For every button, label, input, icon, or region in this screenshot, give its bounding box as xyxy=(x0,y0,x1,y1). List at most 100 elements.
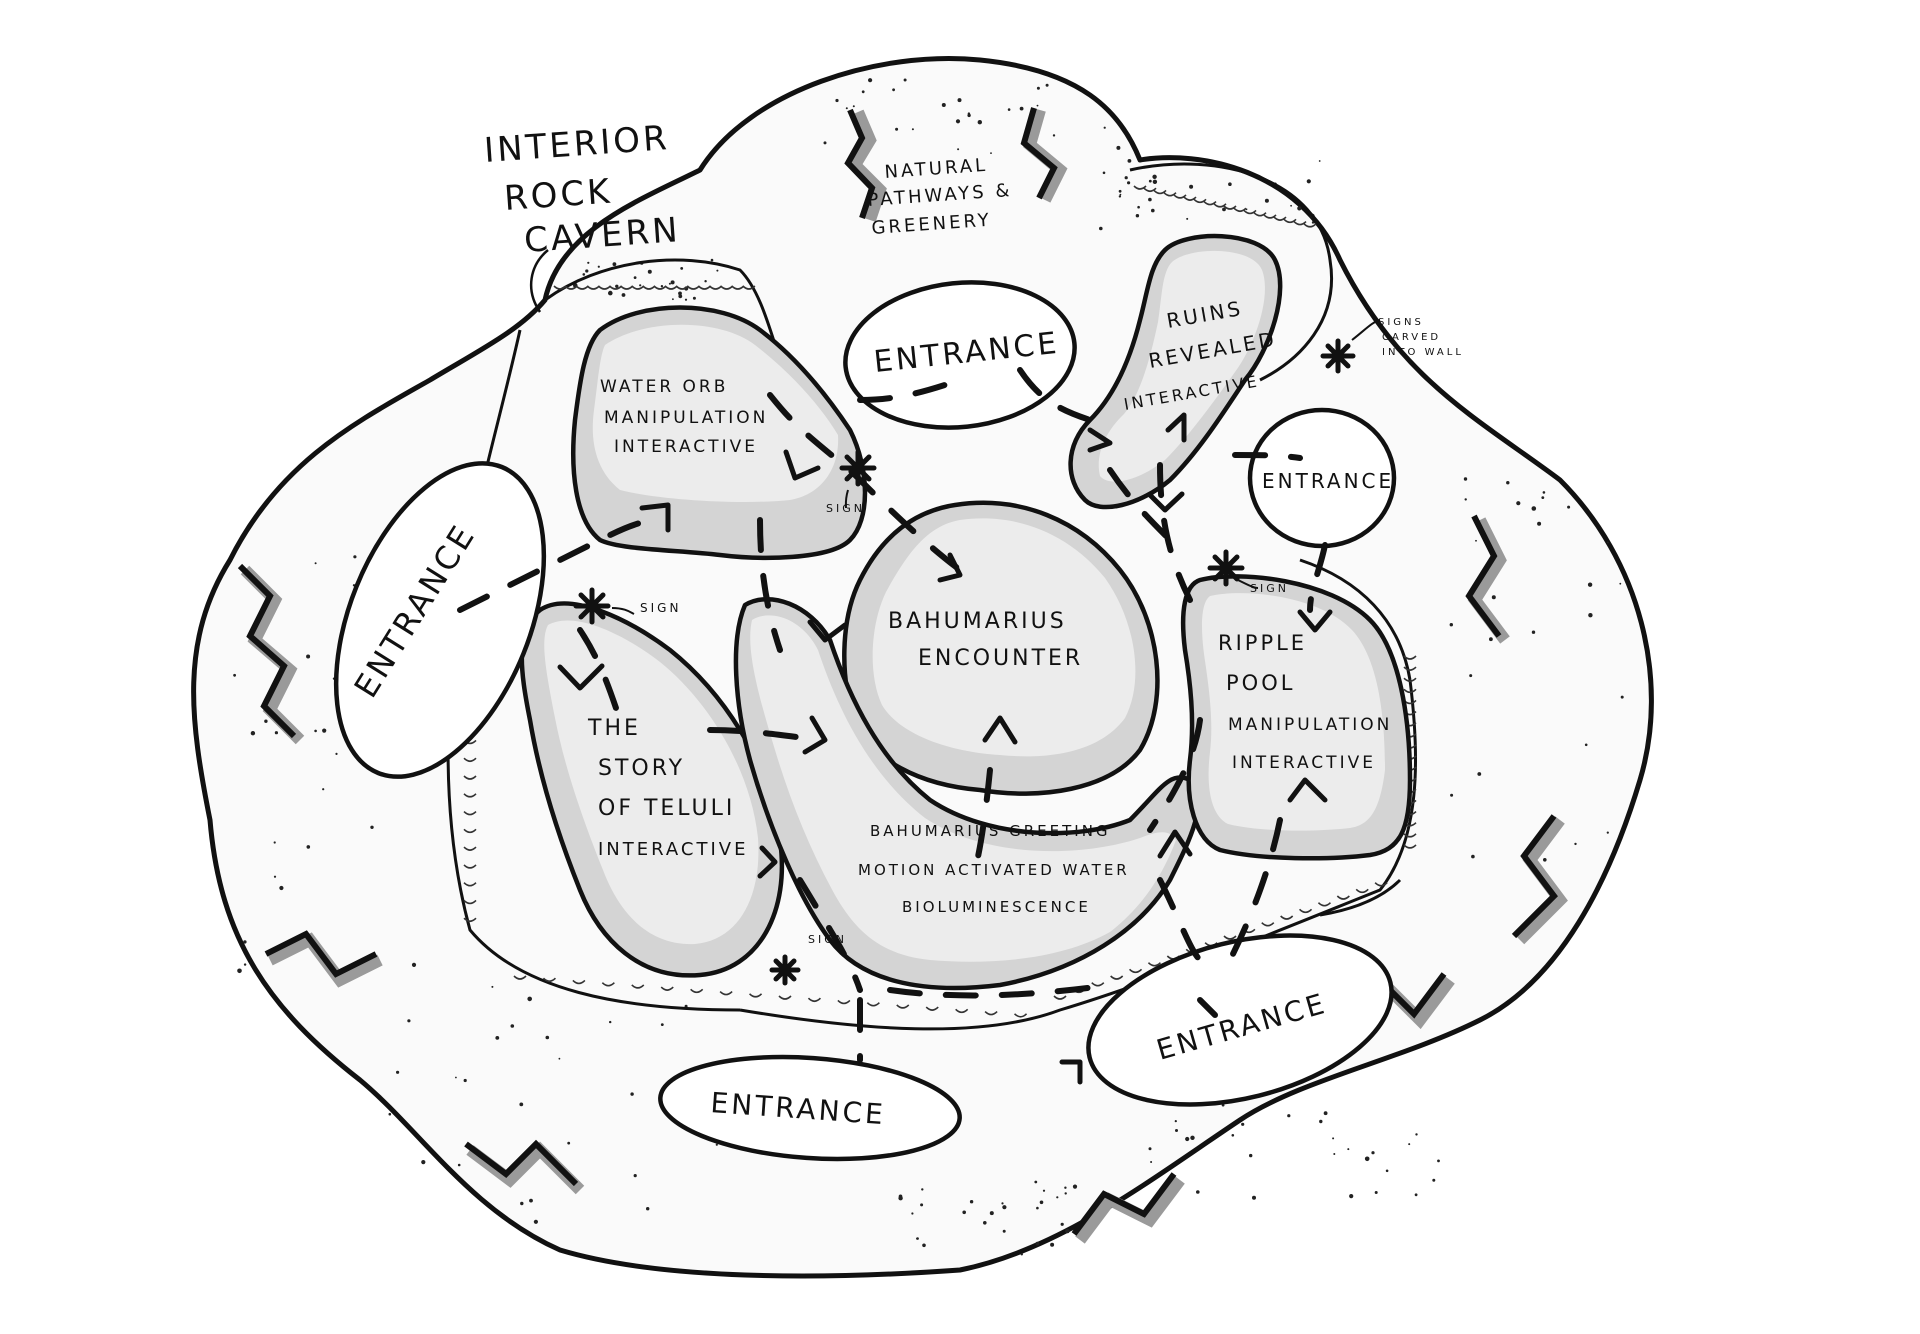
wall-ripple xyxy=(1403,666,1417,671)
arrow-icon xyxy=(807,619,848,643)
entrance-bottom-right[interactable] xyxy=(1071,907,1410,1133)
wall-ripple xyxy=(1298,908,1313,914)
wall-ripple xyxy=(1253,212,1267,217)
sign-label-b: SIGN xyxy=(640,601,681,615)
zone-ripple-pool xyxy=(1180,574,1413,861)
arrow-icon xyxy=(1287,777,1328,803)
rock-speck xyxy=(955,119,961,124)
rock-speck xyxy=(920,1203,924,1207)
wall-ripple xyxy=(463,828,477,834)
rock-speck xyxy=(322,788,325,791)
entrance-right-label[interactable]: ENTRANCE xyxy=(1262,469,1394,493)
rock-speck xyxy=(1189,184,1194,189)
rock-speck xyxy=(1196,1190,1200,1194)
rock-speck xyxy=(969,1200,974,1204)
rock-speck xyxy=(1287,1114,1291,1118)
rock-speck xyxy=(1319,1119,1323,1124)
rock-speck xyxy=(1385,1169,1389,1173)
wall-ripple xyxy=(1133,185,1147,190)
zone-water-orb xyxy=(571,305,868,561)
rock-speck xyxy=(639,284,642,287)
rock-speck xyxy=(1102,171,1106,175)
rock-speck xyxy=(921,1188,924,1191)
rock-speck xyxy=(1347,1148,1350,1151)
wall-ripple xyxy=(1143,187,1157,193)
water-orb-line-2: MANIPULATION xyxy=(604,408,768,428)
rock-speck xyxy=(977,120,982,125)
rock-speck xyxy=(1056,1196,1059,1199)
wall-ripple xyxy=(463,917,477,923)
arrow-icon xyxy=(1157,829,1193,859)
rock-speck xyxy=(1186,217,1189,220)
wall-ripple xyxy=(1223,205,1237,210)
rock-speck xyxy=(1151,208,1155,213)
entrance-bottom-left[interactable] xyxy=(657,1048,963,1169)
sign-star-icon xyxy=(769,954,801,986)
wall-ripple xyxy=(1203,200,1217,206)
rock-speck xyxy=(916,1237,919,1240)
rock-speck xyxy=(895,127,899,131)
teluli-line-4: INTERACTIVE xyxy=(598,839,748,860)
rock-speck xyxy=(1222,207,1226,212)
ripple-line-3: MANIPULATION xyxy=(1228,715,1392,735)
wall-ripple xyxy=(463,846,477,851)
greeting-line-2: MOTION ACTIVATED WATER xyxy=(858,861,1130,879)
rock-speck xyxy=(274,731,278,735)
rock-speck xyxy=(585,269,589,273)
rock-speck xyxy=(1374,1191,1378,1194)
rock-speck xyxy=(455,1076,457,1079)
encounter-line-1: BAHUMARIUS xyxy=(888,609,1067,634)
entrance-top[interactable] xyxy=(838,271,1082,438)
rock-speck xyxy=(396,1070,400,1074)
rock-speck xyxy=(1541,496,1545,499)
rock-speck xyxy=(1297,206,1302,211)
title-line-1: INTERIOR xyxy=(483,118,671,171)
rock-speck xyxy=(1002,1205,1007,1210)
carved-line-1: SIGNS xyxy=(1378,317,1424,328)
wall-ripple xyxy=(984,1010,998,1016)
rock-speck xyxy=(1408,1143,1411,1146)
wall-ripple xyxy=(1283,218,1297,224)
arrow-icon xyxy=(937,552,963,583)
rock-speck xyxy=(457,1163,461,1167)
wall-ripple xyxy=(463,757,477,763)
entrance-left[interactable] xyxy=(295,433,586,806)
rock-speck xyxy=(1190,1135,1195,1141)
rock-speck xyxy=(1588,613,1593,618)
rock-speck xyxy=(967,113,971,118)
ripple-line-2: POOL xyxy=(1226,671,1295,695)
water-orb-line-3: INTERACTIVE xyxy=(614,437,758,457)
rock-speck xyxy=(273,875,277,878)
rock-speck xyxy=(1542,491,1546,494)
rock-speck xyxy=(1264,198,1269,203)
rock-speck xyxy=(529,1198,533,1203)
arrow-icon xyxy=(982,715,1018,745)
rock-speck xyxy=(1241,1122,1245,1126)
rock-speck xyxy=(1584,743,1588,747)
rock-speck xyxy=(1007,108,1011,111)
wall-ripple xyxy=(1374,882,1388,887)
rock-speck xyxy=(527,996,532,1002)
rock-speck xyxy=(582,273,586,276)
rock-speck xyxy=(1036,104,1039,107)
wall-ripple xyxy=(1336,895,1350,900)
rock-speck xyxy=(1252,1195,1256,1200)
wall-ripple xyxy=(837,999,851,1005)
wall-ripple xyxy=(1153,189,1167,195)
rock-speck xyxy=(1052,134,1056,137)
rock-speck xyxy=(1124,176,1128,180)
rock-speck xyxy=(898,1196,903,1201)
rock-speck xyxy=(1477,772,1482,776)
ripple-line-4: INTERACTIVE xyxy=(1232,753,1376,773)
wall-ripple xyxy=(1233,207,1247,213)
rock-speck xyxy=(370,825,374,829)
rock-speck xyxy=(1415,1133,1418,1136)
wall-ripple xyxy=(1403,688,1417,694)
rock-speck xyxy=(957,148,960,151)
rock-speck xyxy=(1450,793,1454,797)
rock-speck xyxy=(823,141,827,145)
wall-ripple xyxy=(1293,220,1307,226)
rock-speck xyxy=(835,98,839,103)
rock-speck xyxy=(608,290,613,296)
rock-speck xyxy=(1118,189,1122,193)
